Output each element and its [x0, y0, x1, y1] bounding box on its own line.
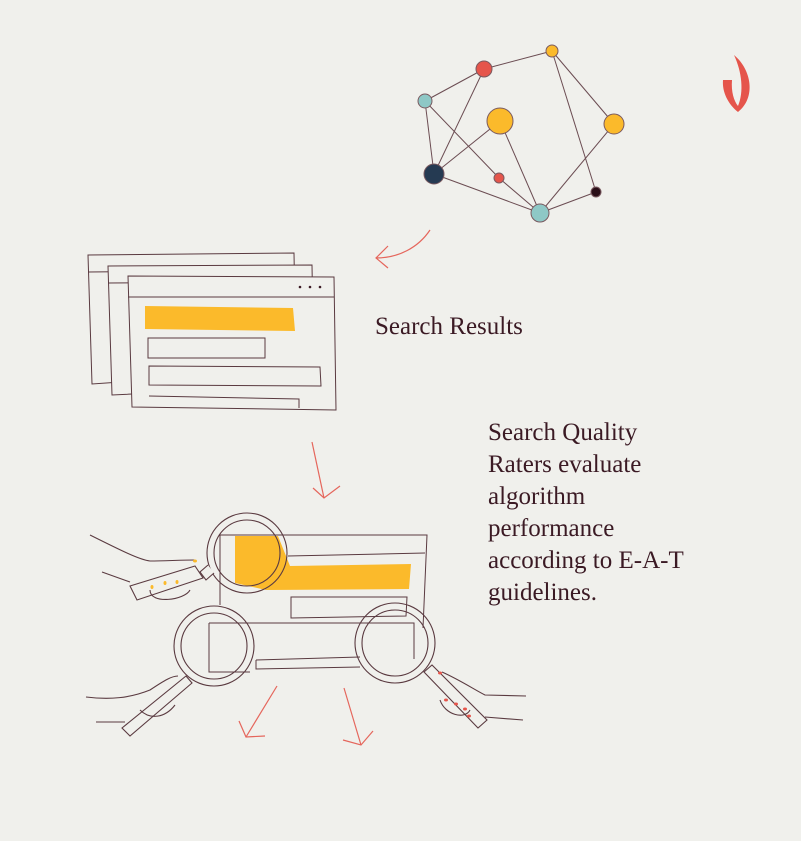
network-node	[530, 203, 550, 223]
evaluated-window	[208, 534, 428, 673]
network-node	[603, 113, 625, 135]
arrow-icon	[342, 687, 374, 746]
arrow-icon	[375, 229, 431, 269]
network-node	[417, 93, 433, 109]
network-graph	[424, 50, 615, 214]
network-node	[423, 163, 445, 185]
network-node	[475, 60, 493, 78]
network-node	[486, 107, 514, 135]
search-results-label: Search Results	[375, 313, 523, 340]
magnifying-glass-icon	[354, 602, 527, 729]
window-menu-dots-icon	[298, 285, 322, 289]
network-node	[590, 186, 602, 198]
browser-windows	[87, 252, 337, 411]
arrow-icon	[311, 441, 341, 499]
network-node	[493, 172, 505, 184]
magnifying-glass-icon	[85, 605, 255, 737]
brand-flame-logo-icon	[722, 55, 750, 112]
fingernails	[150, 559, 197, 589]
highlight-bar	[235, 536, 411, 590]
arrow-icon	[238, 685, 278, 738]
highlight-bar	[145, 306, 295, 331]
network-node	[545, 44, 559, 58]
fingernails	[438, 671, 471, 718]
caption-text: Search Quality Raters evaluate algorithm…	[488, 419, 684, 606]
